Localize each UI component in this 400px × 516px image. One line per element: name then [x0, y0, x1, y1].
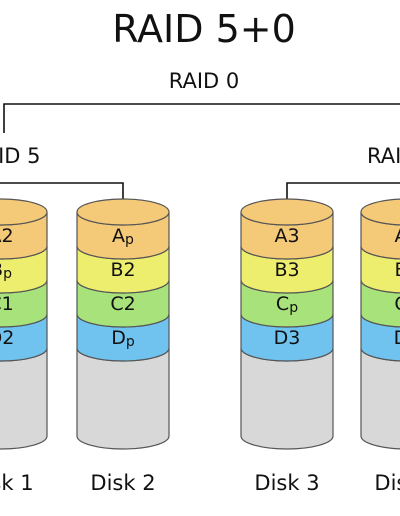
segment-label: D3	[274, 327, 301, 349]
disk-top-cap	[76, 198, 170, 226]
disk-label: Disk 1	[0, 471, 34, 495]
segment-label: C1	[0, 293, 14, 315]
segment-label: B3	[274, 259, 299, 281]
disk-segment	[0, 313, 48, 362]
raid5-group-label-left: RAID 5	[0, 144, 41, 168]
segment-label: A2	[0, 225, 14, 247]
disk-4: A4B4C4D4Disk 4	[360, 198, 400, 495]
segment-label: A4	[394, 225, 400, 247]
raid5-bracket-left	[0, 182, 124, 206]
segment-label: B4	[394, 259, 400, 281]
disk-body	[76, 347, 170, 450]
disk-label: Disk 4	[374, 471, 400, 495]
disk-label: Disk 2	[90, 471, 155, 495]
raid5-bracket-right	[286, 182, 400, 206]
segment-label: B2	[110, 259, 135, 281]
raid5-group-label-right: RAID 5	[367, 144, 400, 168]
disk-segment	[0, 211, 48, 260]
diagram-title: RAID 5+0	[112, 7, 296, 51]
disk-top-cap	[360, 198, 400, 226]
disk-body	[0, 347, 48, 450]
segment-label: C2	[110, 293, 135, 315]
segment-label: D2	[0, 327, 14, 349]
disk-segment	[0, 245, 48, 294]
disk-top-cap	[0, 198, 48, 226]
raid0-label: RAID 0	[169, 69, 240, 93]
segment-label: D4	[394, 327, 400, 349]
disk-body	[240, 347, 334, 450]
segment-label: A3	[274, 225, 299, 247]
disk-top-cap	[240, 198, 334, 226]
disk-body	[360, 347, 400, 450]
raid0-bracket	[3, 103, 400, 133]
disk-segment	[0, 279, 48, 328]
disk-label: Disk 3	[254, 471, 319, 495]
segment-label: C4	[394, 293, 400, 315]
disk-1: A2BpC1D2Disk 1	[0, 198, 48, 495]
